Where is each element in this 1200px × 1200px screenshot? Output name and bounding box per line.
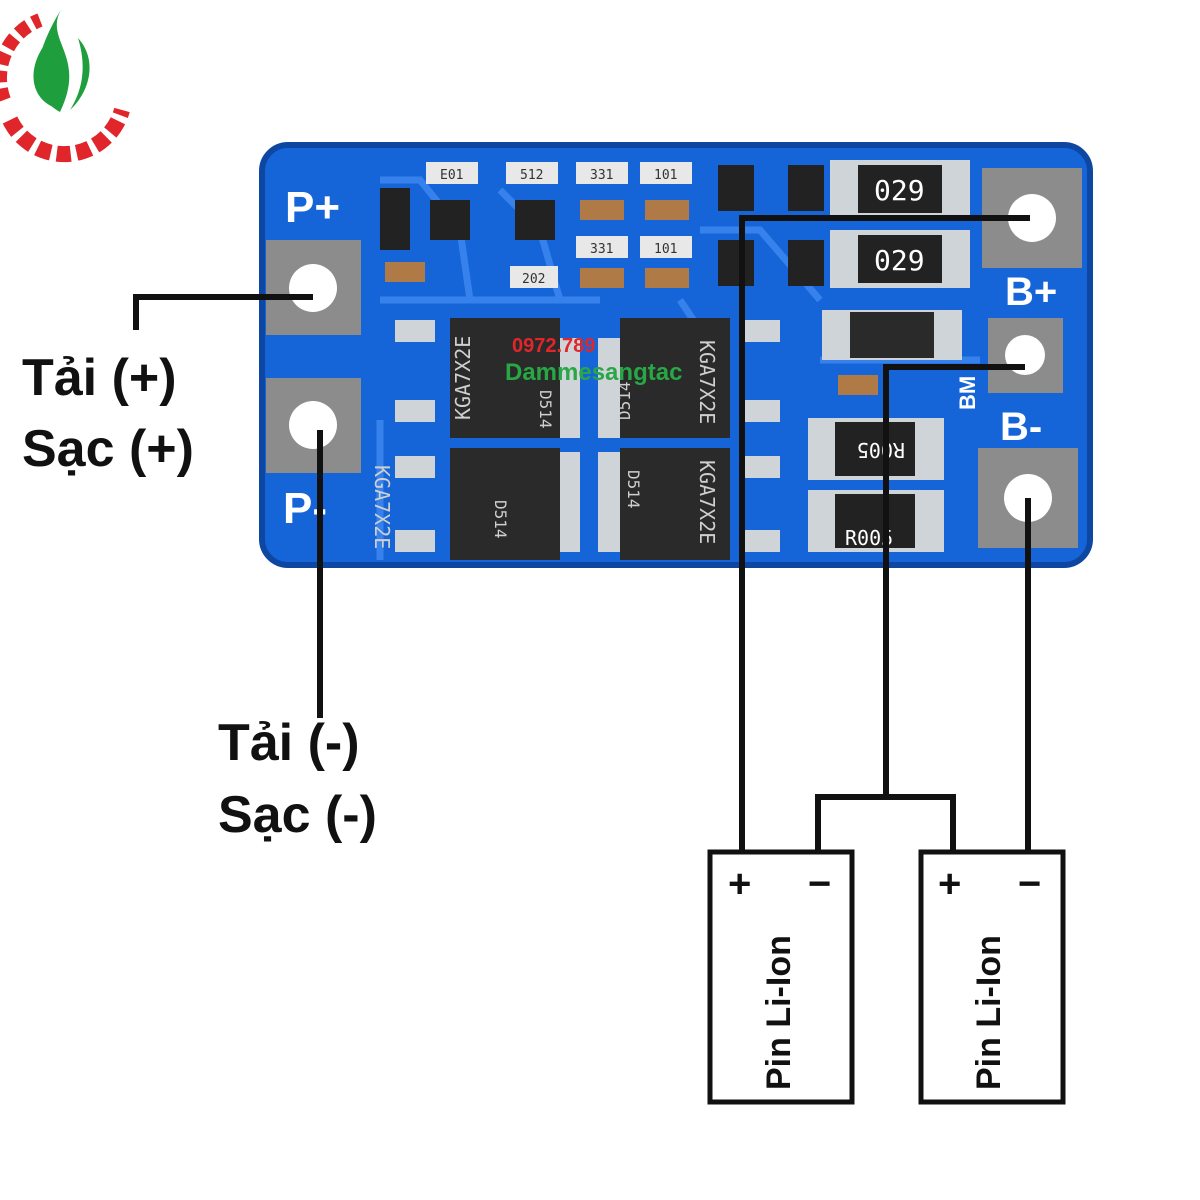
mosfet-4-part: KGA7X2E bbox=[695, 460, 719, 544]
mosfet-3: KGA7X2E D514 bbox=[370, 448, 580, 560]
wire-bm bbox=[883, 364, 1025, 797]
sense-resistors: R005 R005 bbox=[808, 418, 944, 552]
diode bbox=[822, 310, 962, 360]
battery-2: + − Pin Li-Ion bbox=[918, 849, 1066, 1105]
pcb-label-b-minus: B- bbox=[1000, 405, 1042, 449]
battery-1-plus: + bbox=[728, 862, 751, 906]
smd-code-5: 202 bbox=[522, 272, 545, 287]
sense-top-code: R005 bbox=[857, 438, 905, 462]
mosfet-2-code: D514 bbox=[615, 381, 634, 420]
label-charge-positive: Sạc (+) bbox=[22, 420, 194, 478]
shunt-top-code: 029 bbox=[874, 174, 925, 207]
label-charge-negative: Sạc (-) bbox=[218, 786, 377, 844]
mosfet-2-part: KGA7X2E bbox=[695, 340, 719, 424]
mosfet-3-code: D514 bbox=[491, 500, 510, 539]
battery-2-plus: + bbox=[938, 862, 961, 906]
battery-2-minus: − bbox=[1018, 862, 1041, 906]
smd-code-2: 512 bbox=[520, 168, 543, 183]
mosfet-4-code: D514 bbox=[624, 470, 643, 509]
wiring bbox=[133, 215, 1031, 852]
label-load-negative: Tải (-) bbox=[218, 714, 360, 772]
smd-code-7: 101 bbox=[654, 242, 677, 257]
pcb-label-b-plus: B+ bbox=[1005, 270, 1057, 314]
label-load-positive: Tải (+) bbox=[22, 349, 177, 407]
shunt-mid-code: 029 bbox=[874, 244, 925, 277]
shunt-resistors: 029 029 bbox=[830, 160, 970, 288]
mosfet-4: KGA7X2E D514 bbox=[598, 448, 780, 560]
watermark-site: Dammesangtac bbox=[505, 359, 682, 386]
mosfet-3-part: KGA7X2E bbox=[370, 465, 394, 549]
watermark-phone: 0972.789 bbox=[512, 335, 595, 357]
smd-code-1: E01 bbox=[440, 168, 463, 183]
mosfet-1-code: D514 bbox=[536, 390, 555, 429]
smd-row-top: E01 512 331 101 202 331 101 bbox=[385, 162, 878, 395]
battery-1-label: Pin Li-Ion bbox=[760, 935, 798, 1090]
battery-2-label: Pin Li-Ion bbox=[970, 935, 1008, 1090]
battery-1: + − Pin Li-Ion bbox=[707, 849, 855, 1105]
pad-p-minus bbox=[266, 378, 361, 473]
mosfet-2: KGA7X2E D514 bbox=[598, 318, 780, 438]
flame-gear-logo-icon bbox=[0, 8, 130, 163]
smd-code-6: 331 bbox=[590, 242, 613, 257]
pad-p-plus bbox=[266, 240, 361, 335]
mosfet-1: KGA7X2E D514 bbox=[395, 318, 580, 438]
pcb-label-bm: BM bbox=[955, 376, 980, 410]
smd-code-3: 331 bbox=[590, 168, 613, 183]
small-ics bbox=[380, 165, 824, 286]
smd-code-4: 101 bbox=[654, 168, 677, 183]
mosfets: KGA7X2E D514 KGA7X2E D514 KGA7X2E D514 bbox=[370, 318, 780, 560]
mosfet-1-part: KGA7X2E bbox=[451, 336, 475, 420]
wire-b-plus bbox=[739, 215, 1030, 852]
wire-series-link bbox=[815, 794, 956, 852]
pcb-label-p-plus: P+ bbox=[285, 183, 340, 232]
wire-p-plus bbox=[133, 294, 313, 330]
pad-bm bbox=[988, 318, 1063, 393]
battery-1-minus: − bbox=[808, 862, 831, 906]
bms-pcb-board: P+ P- B+ B- BM E01 512 331 101 202 331 1… bbox=[259, 142, 1093, 568]
